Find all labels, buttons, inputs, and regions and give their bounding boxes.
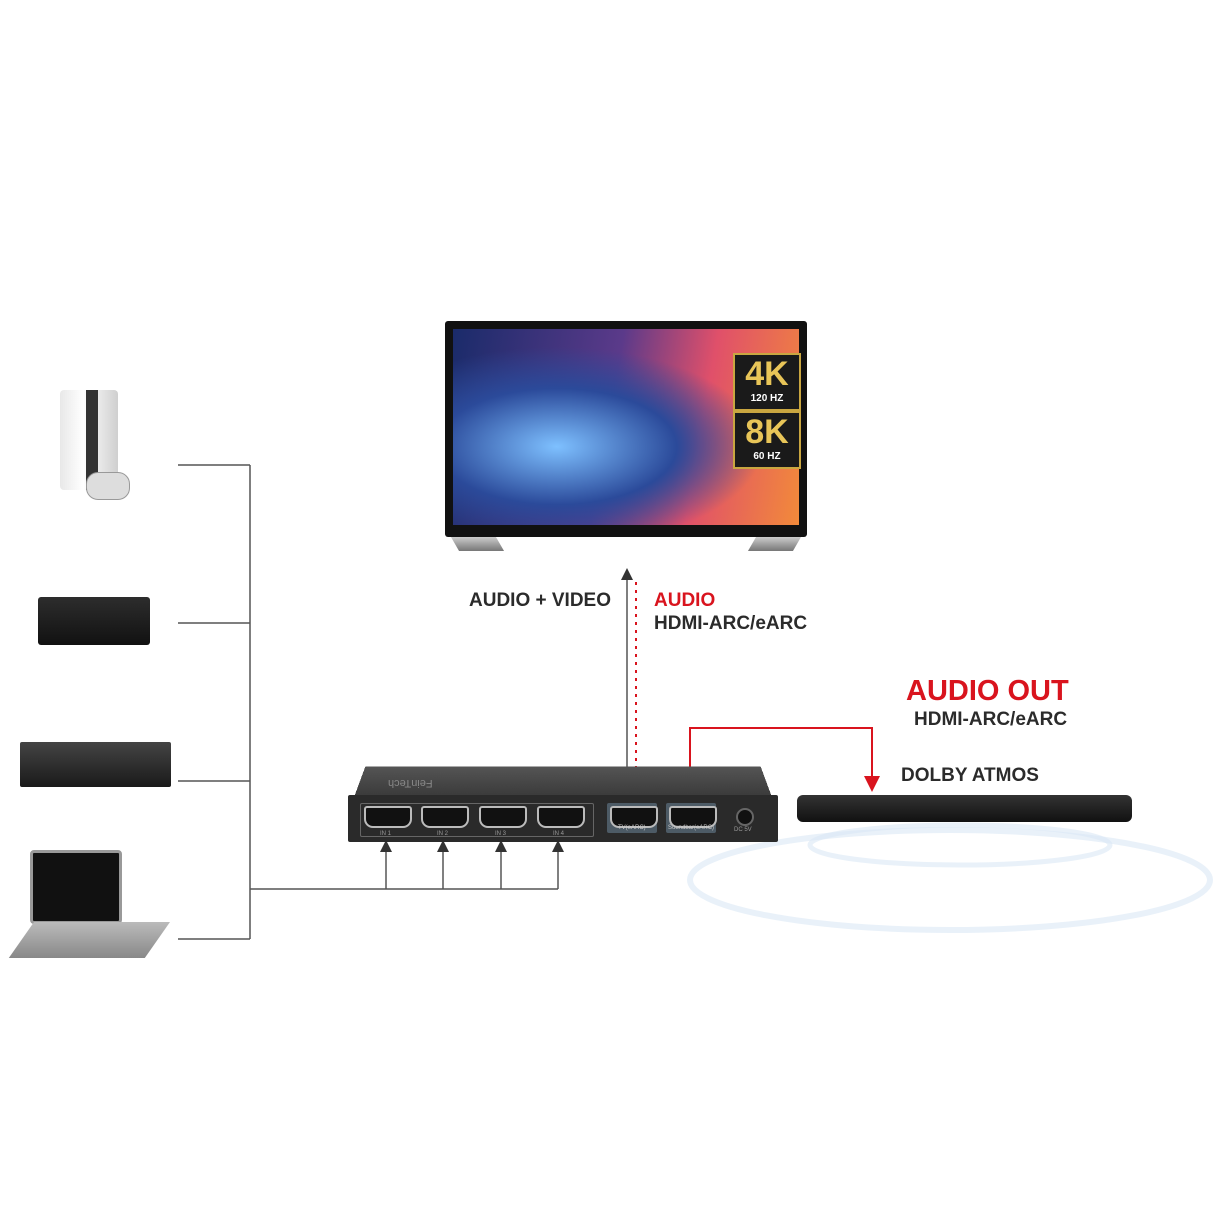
soundbar-output-arrow bbox=[689, 727, 880, 800]
media-box-image bbox=[38, 597, 150, 645]
port-label: Soundbar(eARC) bbox=[668, 825, 715, 831]
hdmi-switch: FeinTech IN 1 IN 2 IN 3 IN 4 TV(eARC) So… bbox=[348, 765, 778, 842]
hdmi-port-in2[interactable] bbox=[421, 806, 469, 828]
badge-resolution: 8K bbox=[745, 413, 789, 451]
tv-stand-left bbox=[450, 537, 505, 551]
badge-rate: 60 HZ bbox=[753, 451, 781, 462]
power-label: DC 5V bbox=[734, 827, 752, 833]
audio-label: AUDIO bbox=[654, 590, 716, 611]
badge-rate: 120 HZ bbox=[750, 393, 784, 404]
hdmi-port-in1[interactable] bbox=[364, 806, 412, 828]
port-label: TV(eARC) bbox=[618, 825, 646, 831]
hdmi-port-in3[interactable] bbox=[479, 806, 527, 828]
power-jack[interactable] bbox=[736, 808, 754, 826]
blu-ray-player-image bbox=[20, 742, 171, 787]
audio-out-label: AUDIO OUT bbox=[906, 675, 1069, 707]
hdmi-port-soundbar[interactable] bbox=[669, 806, 717, 828]
device-bus-line bbox=[178, 464, 558, 940]
game-console-image bbox=[58, 390, 130, 518]
sound-wave bbox=[687, 827, 1213, 933]
badge-8k: 8K 60 HZ bbox=[733, 411, 801, 469]
port-label: IN 2 bbox=[437, 831, 449, 837]
laptop-image bbox=[8, 850, 171, 965]
audio-video-label: AUDIO + VIDEO bbox=[469, 590, 611, 611]
sound-wave bbox=[807, 822, 1113, 868]
brand-logo: FeinTech bbox=[388, 777, 433, 789]
soundbar bbox=[797, 795, 1132, 822]
audio-protocol-label: HDMI-ARC/eARC bbox=[654, 613, 808, 634]
port-label: IN 4 bbox=[553, 831, 565, 837]
badge-4k: 4K 120 HZ bbox=[733, 353, 801, 411]
dolby-atmos-label: DOLBY ATMOS bbox=[901, 765, 1039, 786]
hdmi-port-tv[interactable] bbox=[610, 806, 658, 828]
audio-out-protocol-label: HDMI-ARC/eARC bbox=[914, 709, 1068, 730]
port-label: IN 3 bbox=[495, 831, 507, 837]
badge-resolution: 4K bbox=[745, 355, 789, 393]
port-label: IN 1 bbox=[380, 831, 392, 837]
hdmi-port-in4[interactable] bbox=[537, 806, 585, 828]
tv-stand-right bbox=[747, 537, 802, 551]
